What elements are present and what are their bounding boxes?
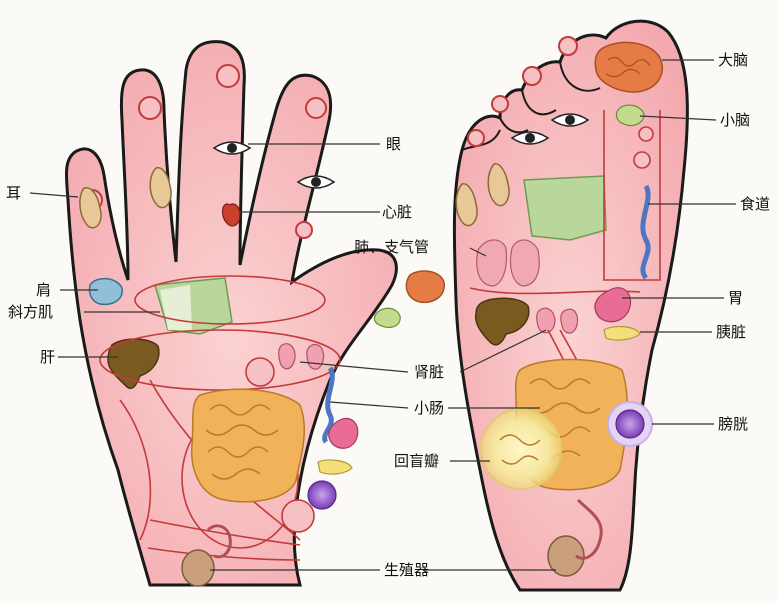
kidney-icon — [537, 308, 555, 333]
label-shoulder: 肩 — [36, 281, 51, 299]
shoulder-icon — [89, 279, 122, 305]
toe-circle — [559, 37, 577, 55]
label-liver: 肝 — [40, 348, 55, 366]
label-bladder: 膀胱 — [718, 415, 748, 433]
label-kidney: 肾脏 — [414, 363, 444, 381]
trapezius-icon — [524, 176, 606, 240]
toe-circle — [468, 130, 484, 146]
label-eye: 眼 — [386, 135, 401, 153]
bladder-icon — [308, 481, 336, 509]
label-ileocecal-valve: 回盲瓣 — [394, 452, 439, 470]
label-trapezius: 斜方肌 — [8, 303, 53, 321]
label-cerebellum: 小脑 — [720, 111, 750, 129]
label-esophagus: 食道 — [740, 195, 770, 213]
label-reproductive: 生殖器 — [384, 561, 429, 579]
toe-circle — [523, 67, 541, 85]
finger-circle — [306, 98, 326, 118]
kidney-icon — [307, 345, 324, 370]
label-small-intestine: 小肠 — [414, 399, 444, 417]
label-cerebrum: 大脑 — [718, 51, 748, 69]
label-pancreas: 胰脏 — [716, 323, 746, 341]
foot — [454, 21, 687, 590]
pancreas-icon — [318, 460, 352, 474]
reproductive-icon — [182, 550, 214, 586]
hand-outline — [66, 42, 396, 585]
label-lungs: 肺、支气管 — [354, 238, 429, 256]
hand — [66, 42, 444, 586]
finger-circle — [296, 222, 312, 238]
label-ear: 耳 — [6, 184, 21, 202]
cerebrum-icon — [406, 271, 444, 302]
kidney-icon — [561, 309, 578, 333]
ileocecal-valve-highlight — [481, 409, 561, 489]
toe-circle — [492, 96, 508, 112]
kidney-icon — [279, 344, 295, 369]
cerebellum-icon — [616, 105, 644, 125]
bladder-icon — [616, 410, 644, 438]
finger-circle — [217, 65, 239, 87]
cerebellum-icon — [374, 308, 400, 327]
label-heart: 心脏 — [382, 203, 412, 221]
finger-circle — [139, 97, 161, 119]
label-stomach: 胃 — [728, 289, 743, 307]
intestine-icon — [192, 389, 305, 502]
